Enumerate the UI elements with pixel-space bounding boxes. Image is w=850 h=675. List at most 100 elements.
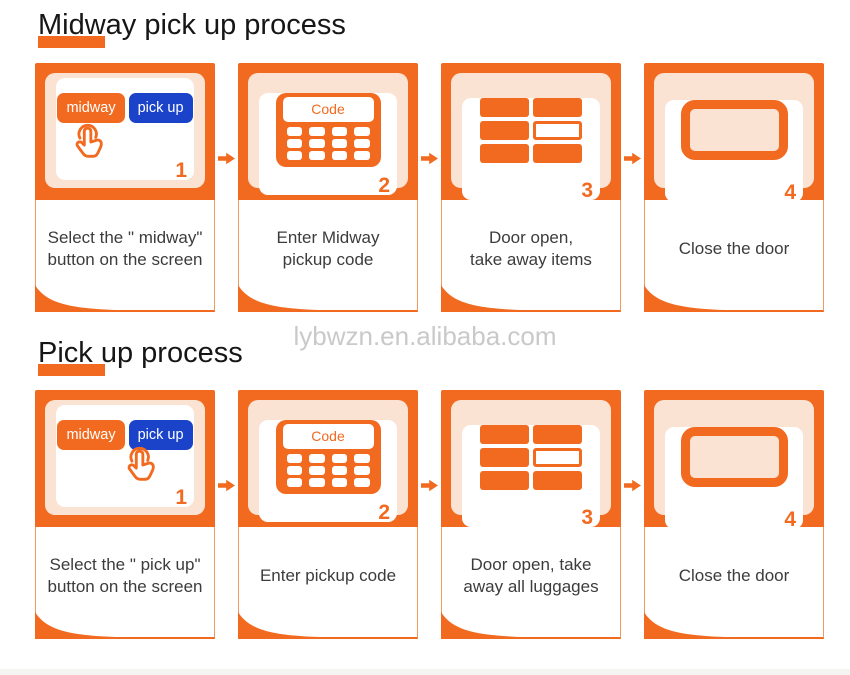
corner-swoosh xyxy=(35,612,140,639)
closed-door-icon xyxy=(680,100,788,160)
step-illustration: Code 2 xyxy=(238,63,418,200)
tap-hand-icon xyxy=(120,443,164,490)
process-row-pickup: midway pick up 1 Select the " xyxy=(35,390,824,639)
caption-line: take away items xyxy=(470,250,592,269)
step-caption: Door open, take away items xyxy=(441,200,621,312)
caption-line: Door open, xyxy=(488,228,574,248)
caption-line: pickup code xyxy=(282,250,374,269)
bottom-edge-strip xyxy=(0,669,850,675)
step-illustration: 3 xyxy=(441,63,621,201)
step-card: 4 Close the door xyxy=(644,390,824,639)
pick-up-button: pick up xyxy=(128,93,193,123)
keypad-keys xyxy=(286,454,370,487)
arrow-gap xyxy=(215,390,238,639)
caption-line: Close the door xyxy=(678,239,790,259)
arrow-gap xyxy=(621,390,644,639)
step-caption: Close the door xyxy=(644,200,824,312)
open-locker-door xyxy=(533,448,582,467)
caption-line: button on the screen xyxy=(47,577,203,596)
code-keypad-icon: Code xyxy=(275,93,381,167)
arrow-gap xyxy=(418,390,441,639)
kiosk-frame: Code 2 xyxy=(248,73,408,196)
step-number: 2 xyxy=(378,501,390,524)
kiosk-frame: Code 2 xyxy=(248,400,408,523)
step-caption: Enter Midway pickup code xyxy=(238,200,418,312)
step-illustration: midway pick up 1 xyxy=(35,63,215,200)
caption-line: Close the door xyxy=(678,566,790,586)
step-card: Code 2 Enter Midway pickup code xyxy=(238,63,418,312)
arrow-right-icon xyxy=(218,152,235,165)
screen-button-row: midway pick up xyxy=(56,405,194,450)
kiosk-screen: midway pick up 1 xyxy=(56,78,194,181)
step-number: 1 xyxy=(175,486,187,509)
corner-swoosh xyxy=(238,612,343,639)
arrow-gap xyxy=(418,63,441,312)
tap-hand-icon xyxy=(68,120,112,167)
arrow-right-icon xyxy=(218,479,235,492)
pick-up-button: pick up xyxy=(128,420,193,450)
step-caption: Select the " midway" button on the scree… xyxy=(35,200,215,312)
kiosk-frame: midway pick up 1 xyxy=(45,400,205,515)
step-illustration: 3 xyxy=(441,390,621,528)
caption-line: Enter pickup code xyxy=(259,566,397,586)
step-illustration: midway pick up 1 xyxy=(35,390,215,527)
step-number: 3 xyxy=(581,179,593,202)
step-illustration: Code 2 xyxy=(238,390,418,527)
title-underline xyxy=(38,364,105,376)
step-caption: Enter pickup code xyxy=(238,527,418,639)
kiosk-frame: 3 xyxy=(451,400,611,528)
locker-grid-icon xyxy=(480,425,582,490)
keypad-keys xyxy=(286,127,370,160)
midway-button: midway xyxy=(57,93,125,123)
step-number: 2 xyxy=(378,174,390,197)
watermark-text: lybwzn.en.alibaba.com xyxy=(293,321,557,351)
corner-swoosh xyxy=(644,285,749,312)
caption-line: Select the " midway" xyxy=(47,228,203,248)
corner-swoosh xyxy=(238,285,343,312)
step-card: 4 Close the door xyxy=(644,63,824,312)
kiosk-screen: midway pick up 1 xyxy=(56,405,194,509)
arrow-right-icon xyxy=(421,152,438,165)
section-title-midway: Midway pick up process xyxy=(38,9,346,41)
arrow-right-icon xyxy=(624,152,641,165)
caption-line: button on the screen xyxy=(47,250,203,269)
corner-swoosh xyxy=(441,285,546,312)
caption-line: Enter Midway xyxy=(276,228,380,248)
step-number: 3 xyxy=(581,506,593,529)
kiosk-screen: 3 xyxy=(462,425,600,529)
kiosk-frame: 3 xyxy=(451,73,611,201)
kiosk-screen: 4 xyxy=(665,100,803,203)
process-row-midway: midway pick up 1 Select the " xyxy=(35,63,824,312)
arrow-gap xyxy=(621,63,644,312)
step-illustration: 4 xyxy=(644,390,824,530)
arrow-right-icon xyxy=(421,479,438,492)
kiosk-frame: 4 xyxy=(654,400,814,530)
keypad-display: Code xyxy=(282,97,374,122)
arrow-gap xyxy=(215,63,238,312)
midway-button: midway xyxy=(57,420,125,450)
keypad-display: Code xyxy=(282,424,374,449)
open-locker-door xyxy=(533,121,582,140)
step-card: Code 2 Enter pickup code xyxy=(238,390,418,639)
step-card: 3 Door open, take away items xyxy=(441,63,621,312)
code-keypad-icon: Code xyxy=(275,420,381,494)
locker-grid-icon xyxy=(480,98,582,163)
step-caption: Select the " pick up" button on the scre… xyxy=(35,527,215,639)
kiosk-frame: 4 xyxy=(654,73,814,203)
arrow-right-icon xyxy=(624,479,641,492)
corner-swoosh xyxy=(35,285,140,312)
corner-swoosh xyxy=(441,612,546,639)
step-caption: Door open, take away all luggages xyxy=(441,527,621,639)
caption-line: Select the " pick up" xyxy=(49,555,201,575)
screen-button-row: midway pick up xyxy=(56,78,194,123)
section-title-pickup: Pick up process xyxy=(38,337,243,369)
step-card: midway pick up 1 Select the " xyxy=(35,390,215,639)
step-card: 3 Door open, take away all luggages xyxy=(441,390,621,639)
corner-swoosh xyxy=(644,612,749,639)
caption-line: Door open, take xyxy=(470,555,592,575)
kiosk-screen: Code 2 xyxy=(259,93,397,197)
caption-line: away all luggages xyxy=(463,577,599,596)
kiosk-screen: 3 xyxy=(462,98,600,202)
kiosk-frame: midway pick up 1 xyxy=(45,73,205,188)
